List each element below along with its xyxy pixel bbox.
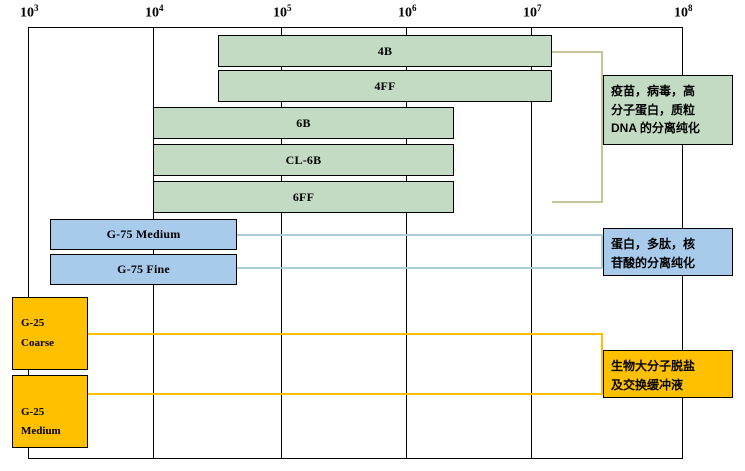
x-tick-label-1e7: 107: [523, 3, 542, 21]
callout-line2: 苷酸的分离纯化: [611, 255, 696, 270]
x-axis-line: [28, 27, 683, 28]
bar-label-line1: G-25: [21, 405, 45, 418]
callout-line1: 蛋白，多肽，核: [611, 237, 696, 251]
bar-6b[interactable]: 6B: [153, 107, 454, 139]
callout-g75[interactable]: 蛋白，多肽，核 苷酸的分离纯化: [603, 228, 733, 276]
bar-g25-coarse[interactable]: G-25 Coarse: [12, 297, 88, 370]
bar-label: G-75 Fine: [117, 262, 170, 276]
x-tick-label-1e8: 108: [674, 3, 693, 21]
bracket-blue: [237, 234, 603, 269]
callout-line2: 及交换缓冲液: [611, 377, 684, 392]
plot-frame-bottom: [28, 458, 683, 459]
callout-agarose[interactable]: 疫苗，病毒，高 分子蛋白，质粒 DNA 的分离纯化: [603, 75, 733, 145]
callout-line1: 疫苗，病毒，高: [611, 84, 696, 98]
callout-line2: 分子蛋白，质粒: [611, 102, 696, 117]
x-tick-label-1e4: 104: [145, 3, 164, 21]
x-tick-label-1e3: 103: [20, 3, 39, 21]
callout-line1: 生物大分子脱盐: [611, 359, 696, 373]
bar-g75-fine[interactable]: G-75 Fine: [50, 254, 237, 285]
x-tick-label-1e5: 105: [273, 3, 292, 21]
bar-label-line2: Medium: [21, 424, 61, 437]
x-tick-label-1e6: 106: [398, 3, 417, 21]
bracket-gold: [88, 333, 603, 395]
gridline-1e3: [28, 27, 29, 458]
bracket-green: [552, 51, 603, 203]
bar-cl-6b[interactable]: CL-6B: [153, 144, 454, 176]
bar-label: CL-6B: [285, 152, 322, 167]
gridline-1e6: [406, 27, 407, 458]
bar-6ff[interactable]: 6FF: [153, 181, 454, 213]
bar-4ff[interactable]: 4FF: [218, 70, 552, 102]
bar-label: 6B: [296, 115, 311, 130]
bar-g75-medium[interactable]: G-75 Medium: [50, 219, 237, 250]
callout-line3: DNA 的分离纯化: [611, 121, 700, 136]
bar-label: 4B: [377, 43, 393, 58]
bar-label: 4FF: [374, 78, 396, 93]
bar-g25-medium[interactable]: G-25 Medium: [12, 375, 88, 448]
callout-g25[interactable]: 生物大分子脱盐 及交换缓冲液: [603, 350, 733, 398]
bar-label: 6FF: [292, 189, 315, 204]
bar-label-line2: Coarse: [21, 336, 54, 349]
gridline-1e7: [531, 27, 532, 458]
bar-label: G-75 Medium: [106, 227, 181, 241]
bar-label-line1: G-25: [21, 317, 45, 330]
bar-4b[interactable]: 4B: [218, 35, 552, 67]
gridline-1e5: [281, 27, 282, 458]
